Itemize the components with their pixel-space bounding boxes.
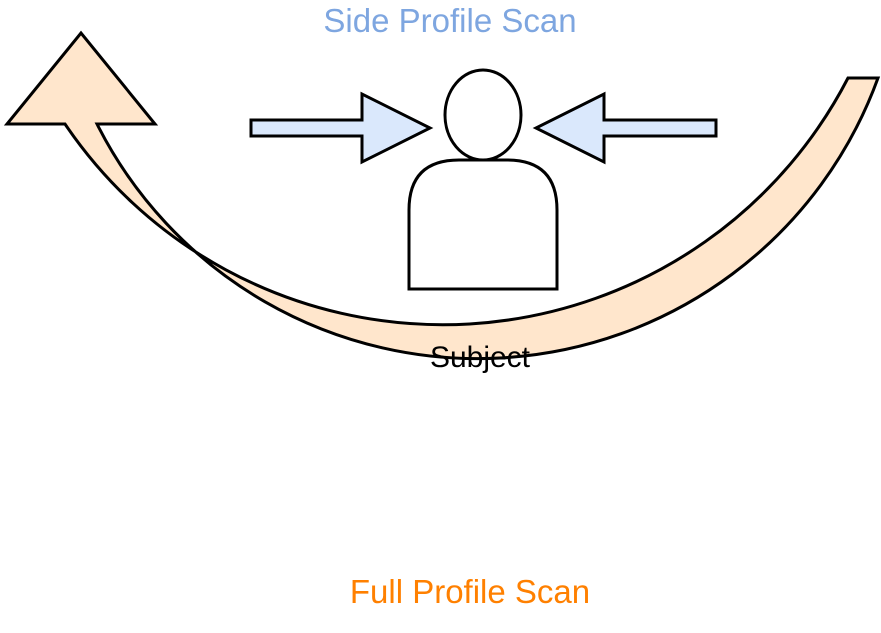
full-profile-scan-arrow [3, 30, 881, 361]
subject-head [443, 68, 523, 162]
side-scan-arrow-right [532, 91, 718, 165]
side-profile-scan-label: Side Profile Scan [323, 2, 577, 39]
subject-label: Subject [429, 341, 531, 374]
side-scan-arrow-left [249, 91, 434, 165]
subject-body [407, 158, 559, 291]
subject-person-icon [407, 68, 559, 291]
full-profile-scan-label: Full Profile Scan [349, 573, 591, 610]
